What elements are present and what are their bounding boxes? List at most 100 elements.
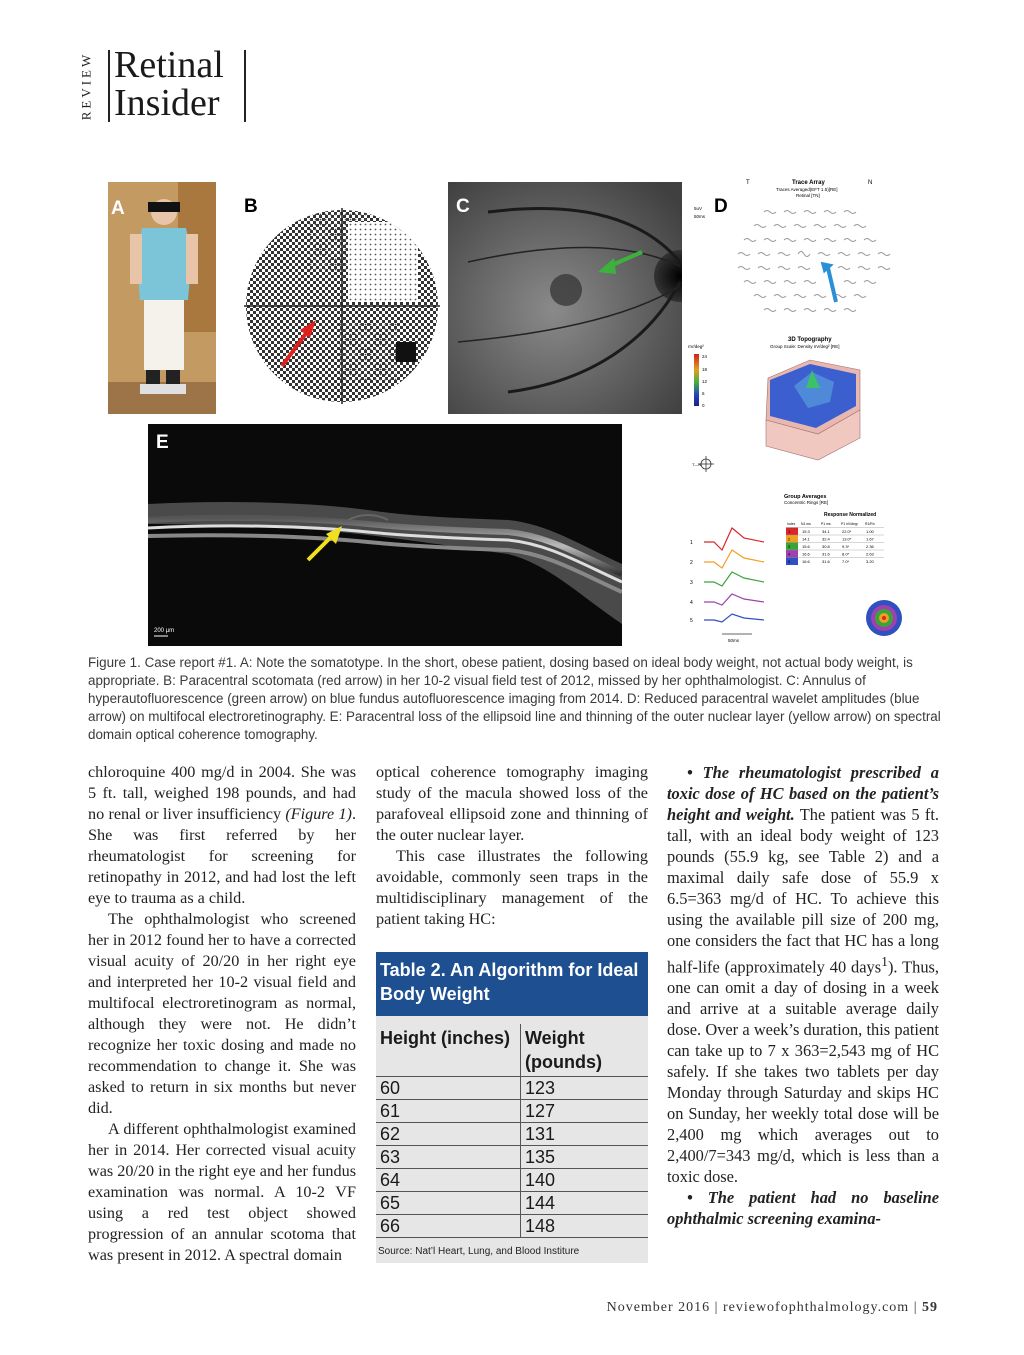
panel-e-label: E	[156, 432, 169, 453]
paragraph: This case illustrates the following avoi…	[376, 847, 648, 928]
ring-table: Index N1 ms P1 ms P1 nV/deg² R1/Rn 1 15.3 34.1 2…	[786, 522, 884, 565]
panel-a-photo: A	[108, 182, 216, 414]
ring-table-cell: 4	[788, 552, 791, 557]
table-header-height: Height (inches)	[376, 1024, 521, 1077]
axis-uv: 5uV	[694, 206, 702, 211]
column-1: chloroquine 400 mg/d in 2004. She was 5 …	[88, 762, 356, 1266]
table-title: Table 2. An Algorithm for Ideal Body Wei…	[376, 952, 648, 1016]
column-2: optical coherence tomography imaging stu…	[376, 762, 648, 930]
ring-table-cell: 32.4	[822, 537, 831, 542]
scale-tick-0: 24	[702, 354, 708, 359]
group-subtitle: Concentric Rings [RE]	[784, 500, 828, 505]
bullet-heading: • The rheumatologist prescribed a toxic …	[667, 763, 939, 824]
ring-color-swatch	[786, 535, 798, 543]
ring-table-cell: 13.0*	[842, 537, 852, 542]
scale-tick-3: 6	[702, 391, 705, 396]
ring-table-cell: 16.6	[802, 559, 811, 564]
section-title-line1: Retinal	[114, 44, 224, 86]
trace-subtitle: Traces Averaged(EFT 1.5)[RE]	[776, 187, 837, 192]
ring-color-swatch	[786, 527, 798, 535]
header-rule-left	[108, 50, 110, 122]
table-header-weight: Weight (pounds)	[525, 1028, 602, 1072]
ring-table-cell: 30.8	[822, 544, 831, 549]
ring-row-2: 2	[690, 560, 693, 566]
citation: 1	[881, 954, 888, 969]
group-title: Group Averages	[784, 494, 826, 500]
table-2: Table 2. An Algorithm for Ideal Body Wei…	[376, 952, 648, 1263]
scale-tick-2: 12	[702, 379, 708, 384]
ring-table-cell: 14.1	[802, 537, 811, 542]
ring-table-cell: 3.20	[866, 559, 875, 564]
section-tag: REVIEW	[78, 51, 94, 121]
panel-e-oct: 200 µm E	[148, 424, 622, 646]
column-3: • The rheumatologist prescribed a toxic …	[667, 762, 939, 1229]
bottom-ms: 50ms	[728, 638, 740, 643]
footer-text: November 2016 | reviewofophthalmology.co…	[606, 1300, 922, 1315]
paragraph: chloroquine 400 mg/d in 2004. She was 5 …	[88, 763, 356, 907]
resp-title: Response Normalized	[824, 512, 876, 518]
ring-table-cell: 7.0*	[842, 559, 850, 564]
corner-t: T	[746, 180, 750, 186]
ring-label: T—N	[692, 462, 701, 467]
page-number: 59	[922, 1300, 938, 1315]
ring-color-swatch	[786, 550, 798, 558]
ring-table-header: P1 nV/deg²	[841, 522, 859, 526]
ring-table-header: N1 ms	[801, 522, 811, 526]
panel-c-label: C	[456, 196, 470, 217]
paragraph: optical coherence tomography imaging stu…	[376, 763, 648, 844]
ring-row-4: 4	[690, 600, 693, 606]
panel-d-label: D	[714, 196, 728, 217]
section-title-line2: Insider	[114, 82, 220, 124]
ring-table-cell: 2	[788, 537, 791, 542]
panel-c-fundus: C	[448, 182, 682, 414]
bullet-paragraph: • The patient had no baseline ophthalmic…	[667, 1187, 939, 1229]
topo-title: 3D Topography	[788, 337, 832, 343]
ring-table-cell: 3	[788, 544, 791, 549]
header-rule-right	[244, 50, 246, 122]
corner-n: N	[868, 180, 872, 186]
ring-table-cell: 15.3	[802, 529, 811, 534]
scale-tick-1: 18	[702, 367, 708, 372]
paragraph: The ophthalmologist who screened her in …	[88, 910, 356, 1117]
ring-row-5: 5	[690, 618, 693, 624]
ring-table-cell: 15.6	[802, 544, 811, 549]
scale-bar-label: 200 µm	[154, 628, 174, 634]
trace-subtitle2: Retinal [TN]	[796, 193, 820, 198]
ring-color-swatch	[786, 542, 798, 550]
ring-table-cell: 22.0*	[842, 529, 852, 534]
ring-table-cell: 34.1	[822, 529, 831, 534]
ring-table-cell: 16.6	[802, 552, 811, 557]
ring-table-header: Index	[787, 522, 796, 526]
bullet-heading: • The patient had no baseline ophthalmic…	[667, 1188, 939, 1229]
ring-table-cell: 31.6	[822, 559, 831, 564]
ring-table-cell: 1.67	[866, 537, 875, 542]
ring-table-cell: 1	[788, 529, 791, 534]
topo-subtitle: Group Scale: Density nV/deg² [RE]	[770, 344, 840, 349]
scale-unit: nV/deg²	[688, 344, 704, 349]
ring-table-header: R1/Rn	[865, 522, 875, 526]
table-source: Source: Nat’l Heart, Lung, and Blood Ins…	[378, 1246, 580, 1257]
ring-table-cell: 2.36	[866, 544, 875, 549]
panel-d-mferg: D T N Trace Array Traces Averaged(EFT 1.…	[684, 176, 934, 646]
bullet-paragraph: • The rheumatologist prescribed a toxic …	[667, 763, 939, 1187]
ring-table-cell: 31.6	[822, 552, 831, 557]
figure-reference: (Figure 1)	[285, 805, 352, 823]
page-footer: November 2016 | reviewofophthalmology.co…	[607, 1300, 938, 1316]
ring-table-header: P1 ms	[821, 522, 831, 526]
axis-ms: 50ms	[694, 214, 706, 219]
ring-table-cell: 2.63	[866, 552, 875, 557]
ring-row-1: 1	[690, 540, 693, 546]
panel-b-visual-field: B	[238, 182, 442, 414]
figure-caption: Figure 1. Case report #1. A: Note the so…	[88, 655, 941, 742]
ring-table-cell: 1.00	[866, 529, 875, 534]
paragraph: A different ophthalmologist examined her…	[88, 1120, 356, 1264]
scale-tick-4: 0	[702, 403, 705, 408]
ring-row-3: 3	[690, 580, 693, 586]
